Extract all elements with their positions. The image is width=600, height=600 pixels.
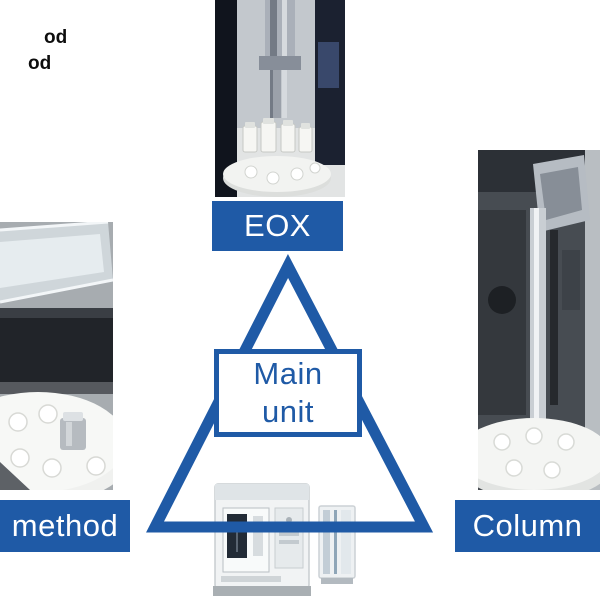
column-instrument-photo: [478, 150, 600, 490]
method-label: method: [11, 508, 119, 543]
eox-label: EOX: [244, 208, 311, 243]
top-left-text-line2: od: [28, 53, 52, 74]
main-unit-photo: [213, 480, 358, 600]
main-unit-label-line1: Main: [253, 356, 323, 392]
main-unit-label-line2: unit: [262, 394, 314, 429]
column-label: Column: [472, 508, 583, 543]
eox-instrument-photo: [215, 0, 345, 197]
main-unit-illustration: [213, 483, 356, 596]
column-instrument-illustration: [478, 150, 600, 490]
column-label-box: Column: [455, 500, 600, 552]
main-unit-label-box: Main unit: [214, 349, 362, 437]
eox-label-box: EOX: [212, 201, 343, 251]
method-instrument-illustration: [0, 222, 113, 490]
method-label-box: method: [0, 500, 130, 552]
method-instrument-photo: [0, 222, 113, 490]
eox-instrument-illustration: [215, 0, 345, 197]
top-left-text-line1: od: [44, 27, 68, 48]
